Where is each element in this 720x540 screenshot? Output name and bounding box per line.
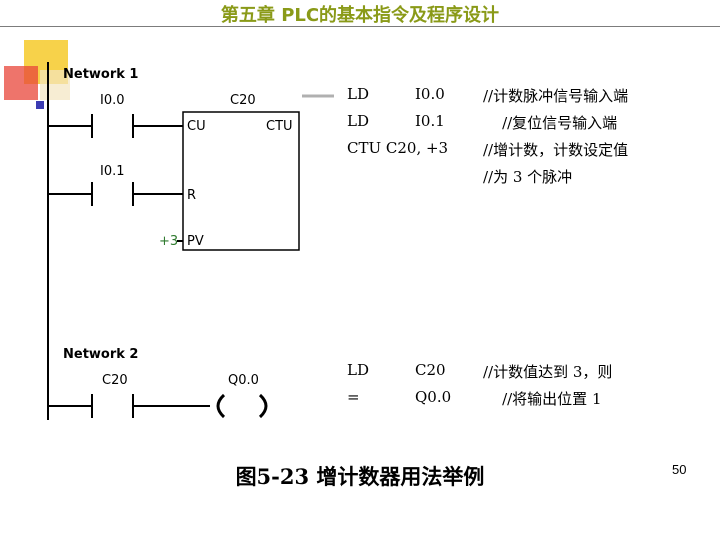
code1-line2-comment: //复位信号输入端 [483, 114, 618, 132]
counter-name: C20 [230, 93, 256, 108]
code1-line1-op: LD [347, 85, 369, 103]
slide-title: 第五章 PLC的基本指令及程序设计 [220, 5, 500, 26]
code1-line2-op: LD [347, 112, 369, 130]
contact-i00-label: I0.0 [100, 93, 125, 108]
code2-line1-comment: //计数值达到 3，则 [483, 363, 613, 381]
code2-line2-op: = [347, 388, 360, 406]
pin-ctu: CTU [266, 119, 293, 134]
network1-title: Network 1 [63, 67, 138, 82]
code2-line1-op: LD [347, 361, 369, 379]
code1-line4-comment: //为 3 个脉冲 [483, 168, 573, 186]
code1-line3-op: CTU C20, +3 [347, 139, 449, 157]
page-number: 50 [672, 462, 687, 477]
code1-line2-operand: I0.1 [415, 112, 445, 130]
code1-line1-comment: //计数脉冲信号输入端 [483, 87, 629, 105]
title-divider [0, 26, 720, 27]
code1-line1-operand: I0.0 [415, 85, 445, 103]
contact-i01-label: I0.1 [100, 164, 125, 179]
network2-title: Network 2 [63, 347, 138, 362]
pin-r: R [187, 188, 196, 203]
contact-c20-label: C20 [102, 373, 128, 388]
preset-value: +3 [159, 234, 178, 249]
coil-left-arc [216, 393, 226, 419]
code2-line2-comment: //将输出位置 1 [483, 390, 602, 408]
decor-red-square [4, 66, 38, 100]
coil-q00-label: Q0.0 [228, 373, 259, 388]
coil-right-arc [258, 393, 268, 419]
counter-box [182, 111, 300, 251]
code2-line2-operand: Q0.0 [415, 388, 452, 406]
code1-line3-comment: //增计数，计数设定值 [483, 141, 629, 159]
decor-blue-square [36, 101, 44, 109]
pin-pv: PV [187, 234, 204, 249]
decor-fade-square [40, 70, 70, 100]
code2-line1-operand: C20 [415, 361, 446, 379]
pin-cu: CU [187, 119, 206, 134]
figure-caption: 图5-23 增计数器用法举例 [235, 464, 485, 489]
